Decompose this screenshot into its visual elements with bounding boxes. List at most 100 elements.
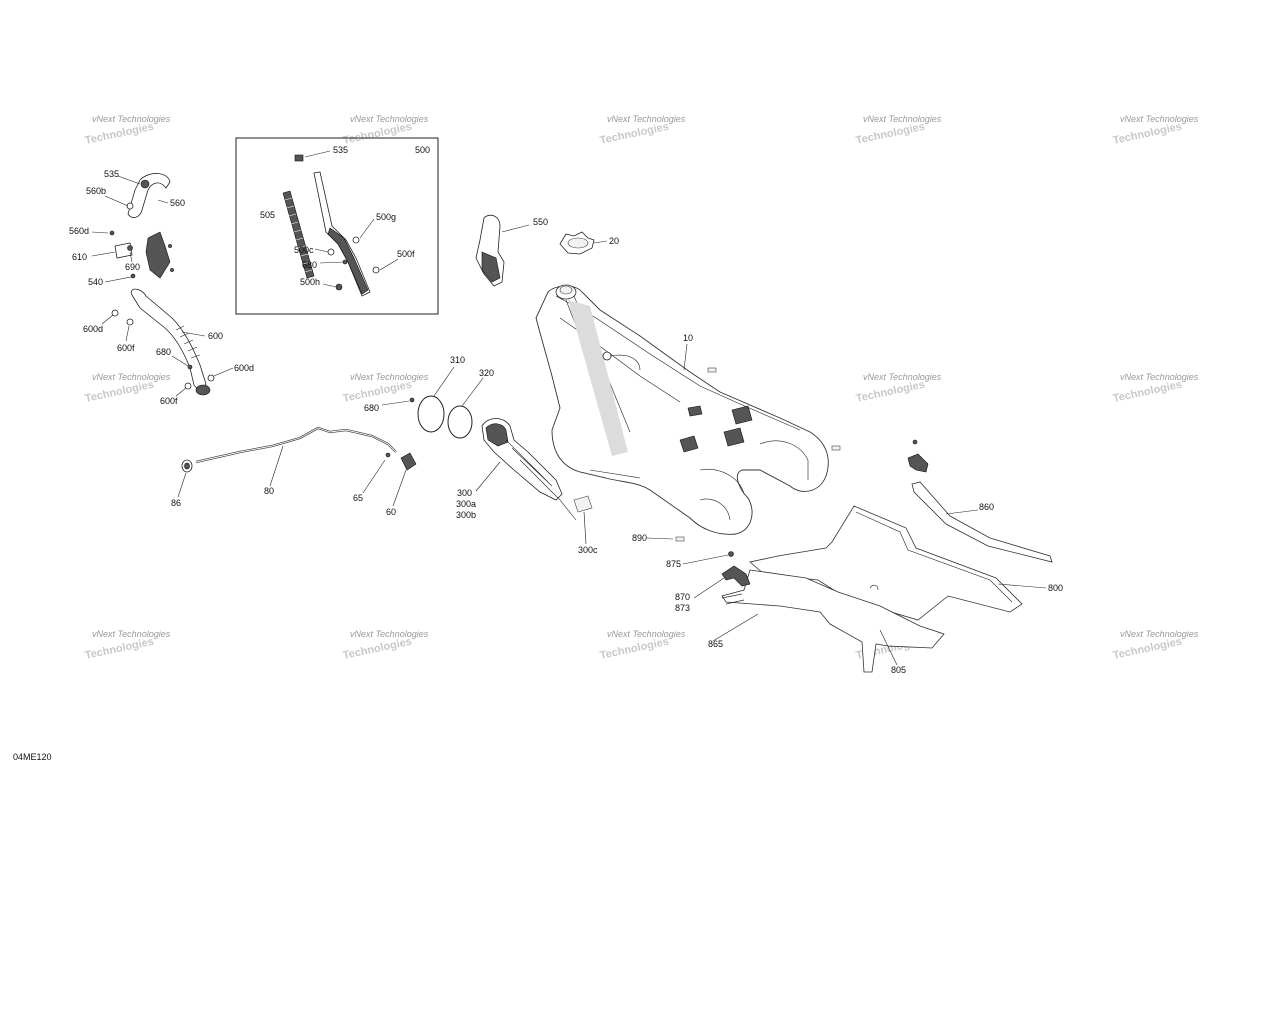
callout-690[interactable]: 690: [125, 262, 140, 272]
part-320-gasket[interactable]: [447, 405, 473, 439]
watermark-text: vNext Technologies: [92, 114, 171, 124]
callout-500g[interactable]: 500g: [376, 212, 396, 222]
part-680-screw[interactable]: [342, 259, 348, 265]
callout-300b[interactable]: 300b: [456, 510, 476, 520]
callout-600d[interactable]: 600d: [234, 363, 254, 373]
watermark: Technologies vNext Technologies: [1112, 629, 1199, 662]
bracket-right: [907, 453, 929, 473]
callout-680[interactable]: 680: [302, 260, 317, 270]
callout-860[interactable]: 860: [979, 502, 994, 512]
callout-500h[interactable]: 500h: [300, 277, 320, 287]
part-680-screw[interactable]: [187, 364, 193, 370]
callout-80[interactable]: 80: [264, 486, 274, 496]
watermark: Technologies vNext Technologies: [84, 114, 171, 147]
part-600d-clamp[interactable]: [207, 374, 215, 382]
part-535-cap[interactable]: [294, 154, 304, 162]
part-600-filler-hose[interactable]: [130, 288, 207, 393]
part-540-screw[interactable]: [130, 273, 136, 279]
part-690-clip[interactable]: [127, 245, 133, 251]
part-310-ring[interactable]: [417, 395, 445, 433]
vent-valve-550: 550: [475, 214, 548, 287]
callout-300[interactable]: 300: [457, 488, 472, 498]
watermark: Technologies vNext Technologies: [84, 372, 171, 405]
part-500c-clamp[interactable]: [327, 248, 335, 256]
screw: [168, 244, 172, 248]
callout-310[interactable]: 310: [450, 355, 465, 365]
callout-540[interactable]: 540: [88, 277, 103, 287]
watermark-text-2: Technologies: [855, 379, 926, 405]
callout-60[interactable]: 60: [386, 507, 396, 517]
part-890-pad[interactable]: [707, 367, 717, 373]
part-540-mount[interactable]: [145, 231, 171, 279]
part-600f-clamp[interactable]: [184, 382, 192, 390]
callout-890[interactable]: 890: [632, 533, 647, 543]
callout-610[interactable]: 610: [72, 252, 87, 262]
part-560d-screw[interactable]: [109, 230, 115, 236]
callout-550[interactable]: 550: [533, 217, 548, 227]
callout-870[interactable]: 870: [675, 592, 690, 602]
skid-plate-assembly: 875 870 873 865 805 800 860: [666, 439, 1063, 675]
part-535-clamp[interactable]: [140, 179, 150, 189]
callout-300c[interactable]: 300c: [578, 545, 598, 555]
callout-800[interactable]: 800: [1048, 583, 1063, 593]
callout-86[interactable]: 86: [171, 498, 181, 508]
callout-805[interactable]: 805: [891, 665, 906, 675]
callout-560[interactable]: 560: [170, 198, 185, 208]
part-860-strap[interactable]: [911, 481, 1053, 563]
watermark: Technologies vNext Technologies: [855, 372, 942, 405]
callout-680[interactable]: 680: [364, 403, 379, 413]
part-865-strap[interactable]: [721, 593, 745, 605]
watermark: Technologies vNext Technologies: [1112, 114, 1199, 147]
part-870-bracket[interactable]: [721, 565, 751, 587]
callout-500c[interactable]: 500c: [294, 245, 314, 255]
callout-865[interactable]: 865: [708, 639, 723, 649]
callout-600f[interactable]: 600f: [160, 396, 178, 406]
watermark: Technologies vNext Technologies: [855, 114, 942, 147]
part-560b-clip[interactable]: [126, 202, 134, 210]
part-560-vent-elbow[interactable]: [127, 173, 171, 218]
callout-500f[interactable]: 500f: [397, 249, 415, 259]
part-680-screw[interactable]: [409, 397, 415, 403]
watermark: Technologies vNext Technologies: [1112, 372, 1199, 405]
callout-20[interactable]: 20: [609, 236, 619, 246]
tank-pad: [687, 405, 703, 417]
callout-680[interactable]: 680: [156, 347, 171, 357]
watermark-text-2: Technologies: [342, 379, 413, 405]
watermark-text-2: Technologies: [599, 121, 670, 147]
callout-505[interactable]: 505: [260, 210, 275, 220]
part-80-fuel-line[interactable]: [195, 426, 397, 464]
part-500h-clamp[interactable]: [335, 283, 343, 291]
part-890-pad[interactable]: [675, 536, 685, 542]
callout-535[interactable]: 535: [333, 145, 348, 155]
callout-10[interactable]: 10: [683, 333, 693, 343]
callout-875[interactable]: 875: [666, 559, 681, 569]
watermark: Technologies vNext Technologies: [342, 372, 429, 405]
pump-tube: [505, 439, 577, 521]
callout-560b[interactable]: 560b: [86, 186, 106, 196]
part-65-clamp[interactable]: [385, 452, 391, 458]
callout-535[interactable]: 535: [104, 169, 119, 179]
part-300c-filter[interactable]: [573, 495, 593, 513]
callout-600d[interactable]: 600d: [83, 324, 103, 334]
callout-320[interactable]: 320: [479, 368, 494, 378]
kit-box-label: 500: [415, 145, 430, 155]
callout-873[interactable]: 873: [675, 603, 690, 613]
callout-560d[interactable]: 560d: [69, 226, 89, 236]
part-500g-clamp[interactable]: [352, 236, 360, 244]
part-805-skid-plate[interactable]: [721, 569, 945, 673]
part-600f-hose-end[interactable]: [195, 384, 211, 396]
part-600f-clamp[interactable]: [126, 318, 134, 326]
part-875-screw[interactable]: [728, 551, 734, 557]
part-500f-clamp[interactable]: [372, 266, 380, 274]
grommet-inner: [184, 462, 190, 470]
callout-65[interactable]: 65: [353, 493, 363, 503]
part-60-connector[interactable]: [400, 452, 417, 471]
callout-600[interactable]: 600: [208, 331, 223, 341]
callout-300a[interactable]: 300a: [456, 499, 476, 509]
part-10-fuel-tank[interactable]: [535, 285, 829, 535]
callout-600f[interactable]: 600f: [117, 343, 135, 353]
part-505-spring[interactable]: [282, 190, 315, 279]
part-890-pad[interactable]: [831, 445, 841, 451]
watermark-text: vNext Technologies: [1120, 114, 1199, 124]
part-600d-clamp[interactable]: [111, 309, 119, 317]
